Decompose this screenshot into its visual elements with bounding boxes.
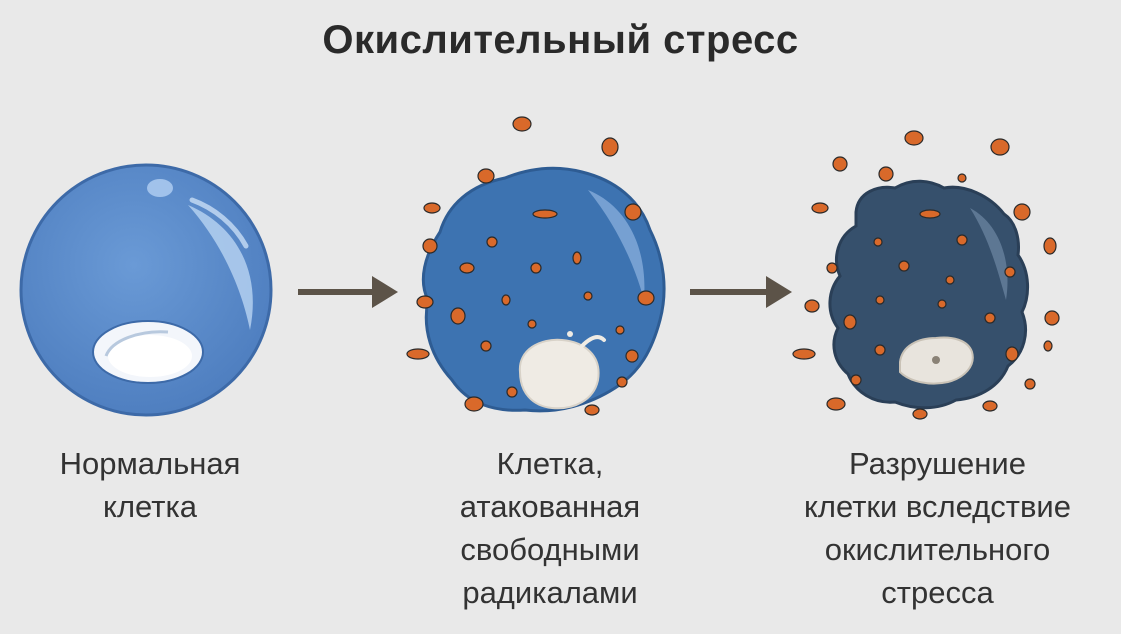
caption-normal-cell: Нормальная клетка: [30, 442, 270, 528]
arrow-right-icon: [298, 276, 398, 308]
caption-line: радикалами: [462, 575, 638, 610]
healthy-cell-icon: [19, 163, 273, 417]
caption-line: клетки вследствие: [804, 489, 1071, 524]
caption-line: Нормальная: [59, 446, 241, 481]
free-radicals-group-1: [406, 116, 655, 416]
destroyed-cell-icon: [792, 130, 1060, 420]
attacked-cell-icon: [406, 116, 666, 416]
caption-line: клетка: [103, 489, 197, 524]
caption-line: стресса: [881, 575, 994, 610]
healthy-nucleus-icon: [92, 320, 204, 384]
caption-line: Клетка,: [496, 446, 604, 481]
caption-attacked-cell: Клетка, атакованная свободными радикалам…: [405, 442, 695, 614]
caption-line: атакованная: [459, 489, 641, 524]
caption-destroyed-cell: Разрушение клетки вследствие окислительн…: [760, 442, 1115, 614]
caption-line: окислительного: [824, 532, 1051, 567]
page-title: Окислительный стресс: [322, 18, 799, 62]
free-radicals-group-2: [792, 130, 1060, 420]
caption-line: свободными: [460, 532, 640, 567]
arrow-right-icon: [690, 276, 792, 308]
caption-line: Разрушение: [849, 446, 1026, 481]
